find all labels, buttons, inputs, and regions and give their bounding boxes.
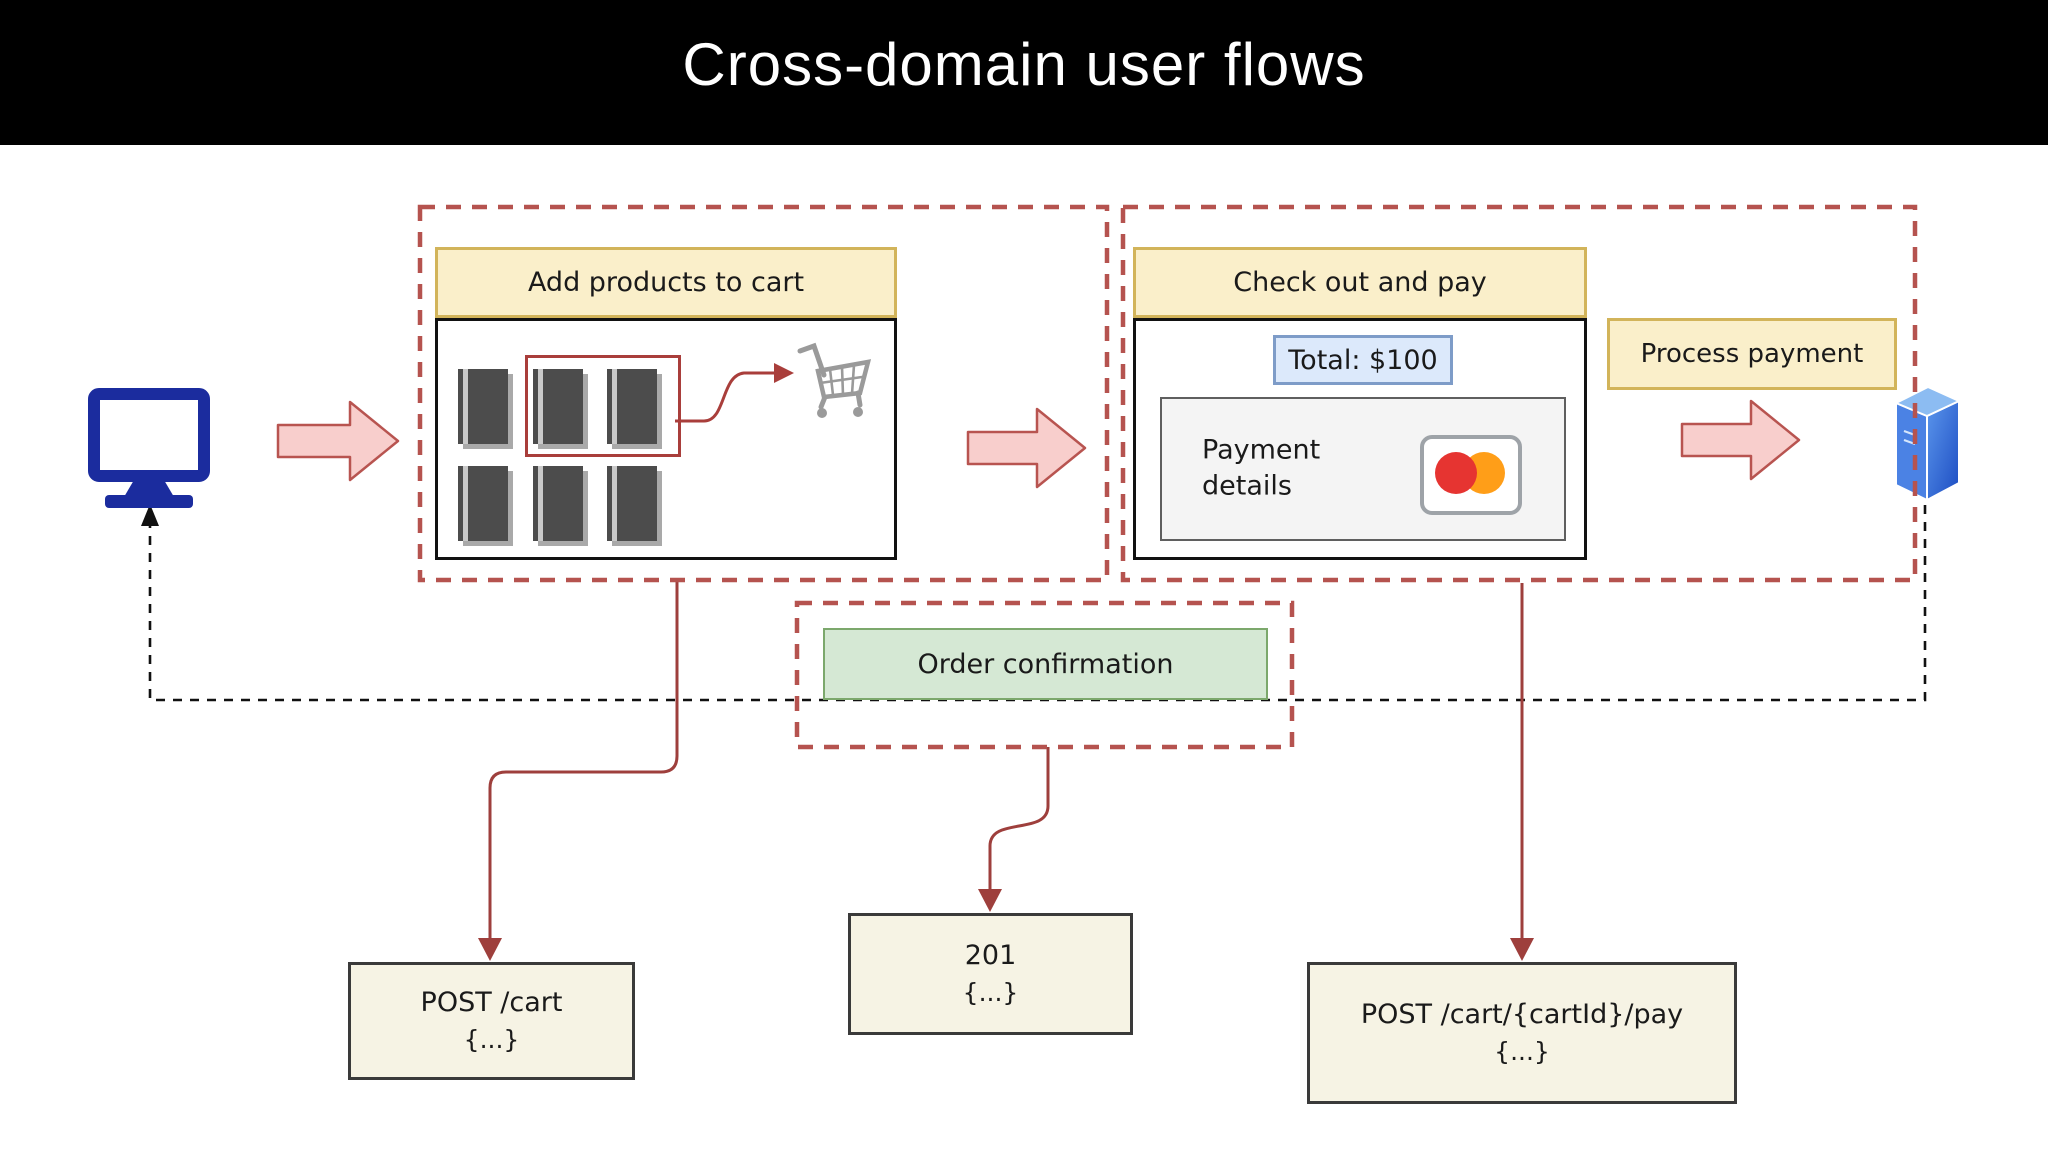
step-header-checkout: Check out and pay xyxy=(1133,247,1587,318)
arrowhead-post-pay xyxy=(1510,938,1534,961)
connector-201 xyxy=(988,747,1050,896)
arrowhead-up-to-monitor xyxy=(141,504,159,526)
shopping-cart-icon xyxy=(797,342,872,418)
request-box-post-pay: POST /cart/{cartId}/pay {...} xyxy=(1307,962,1737,1104)
arrowhead-post-cart xyxy=(478,938,502,961)
products-panel xyxy=(435,318,897,560)
add-to-cart-arrow-layer xyxy=(675,342,872,423)
step-header-label: Add products to cart xyxy=(527,267,805,298)
payment-details-panel: Payment details xyxy=(1160,397,1566,541)
request-body: {...} xyxy=(463,1025,520,1055)
request-body: {...} xyxy=(1494,1037,1550,1067)
checkout-panel: Total: $100 Payment details xyxy=(1133,318,1587,560)
page-title: Cross-domain user flows xyxy=(682,31,1366,98)
arrowhead-201 xyxy=(978,889,1002,912)
order-confirmation-box: Order confirmation xyxy=(823,628,1268,700)
payment-details-label: Payment details xyxy=(1202,434,1321,502)
request-method-path: POST /cart xyxy=(420,987,563,1019)
total-label: Total: $100 xyxy=(1288,344,1438,376)
client-response-dashed-line xyxy=(148,505,1927,702)
title-bar: Cross-domain user flows xyxy=(0,0,2048,145)
order-confirmation-label: Order confirmation xyxy=(917,648,1174,680)
request-method-path: POST /cart/{cartId}/pay xyxy=(1360,999,1684,1031)
total-badge: Total: $100 xyxy=(1273,335,1453,385)
response-status: 201 xyxy=(964,940,1017,972)
response-box-201: 201 {...} xyxy=(848,913,1133,1035)
mastercard-red-circle xyxy=(1435,452,1477,494)
step-header-add-products: Add products to cart xyxy=(435,247,897,318)
step-header-label: Check out and pay xyxy=(1233,267,1487,298)
credit-card-icon xyxy=(1420,435,1522,515)
process-payment-box: Process payment xyxy=(1607,318,1897,390)
response-body: {...} xyxy=(962,978,1019,1008)
request-box-post-cart: POST /cart {...} xyxy=(348,962,635,1080)
connector-post-cart xyxy=(488,582,679,944)
arrowhead-to-cart xyxy=(774,363,794,383)
add-to-cart-arrow xyxy=(675,371,776,423)
process-payment-label: Process payment xyxy=(1640,339,1864,369)
